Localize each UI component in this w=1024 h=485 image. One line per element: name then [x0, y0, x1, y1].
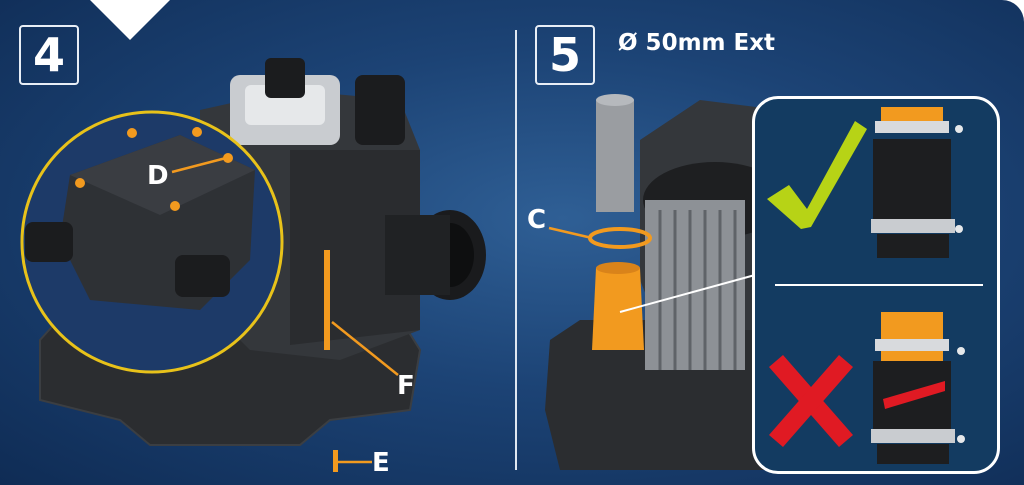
label-f: F — [397, 371, 415, 401]
label-e: E — [372, 448, 390, 478]
cross-mark-icon — [769, 355, 853, 447]
label-c: C — [527, 205, 547, 235]
grey-pipe — [596, 100, 634, 212]
step-4-badge: 4 — [19, 25, 79, 85]
fitting-comparison-panel — [752, 96, 1000, 474]
part-e — [333, 450, 338, 472]
comparison-svg — [767, 107, 983, 464]
label-d: D — [147, 161, 169, 191]
check-mark-icon — [767, 121, 867, 229]
header-notch — [90, 0, 170, 40]
pipe-diameter-heading: Ø 50mm Ext — [618, 30, 776, 56]
step-divider — [515, 30, 517, 470]
rod-f — [324, 250, 330, 350]
step-5-badge: 5 — [535, 25, 595, 85]
